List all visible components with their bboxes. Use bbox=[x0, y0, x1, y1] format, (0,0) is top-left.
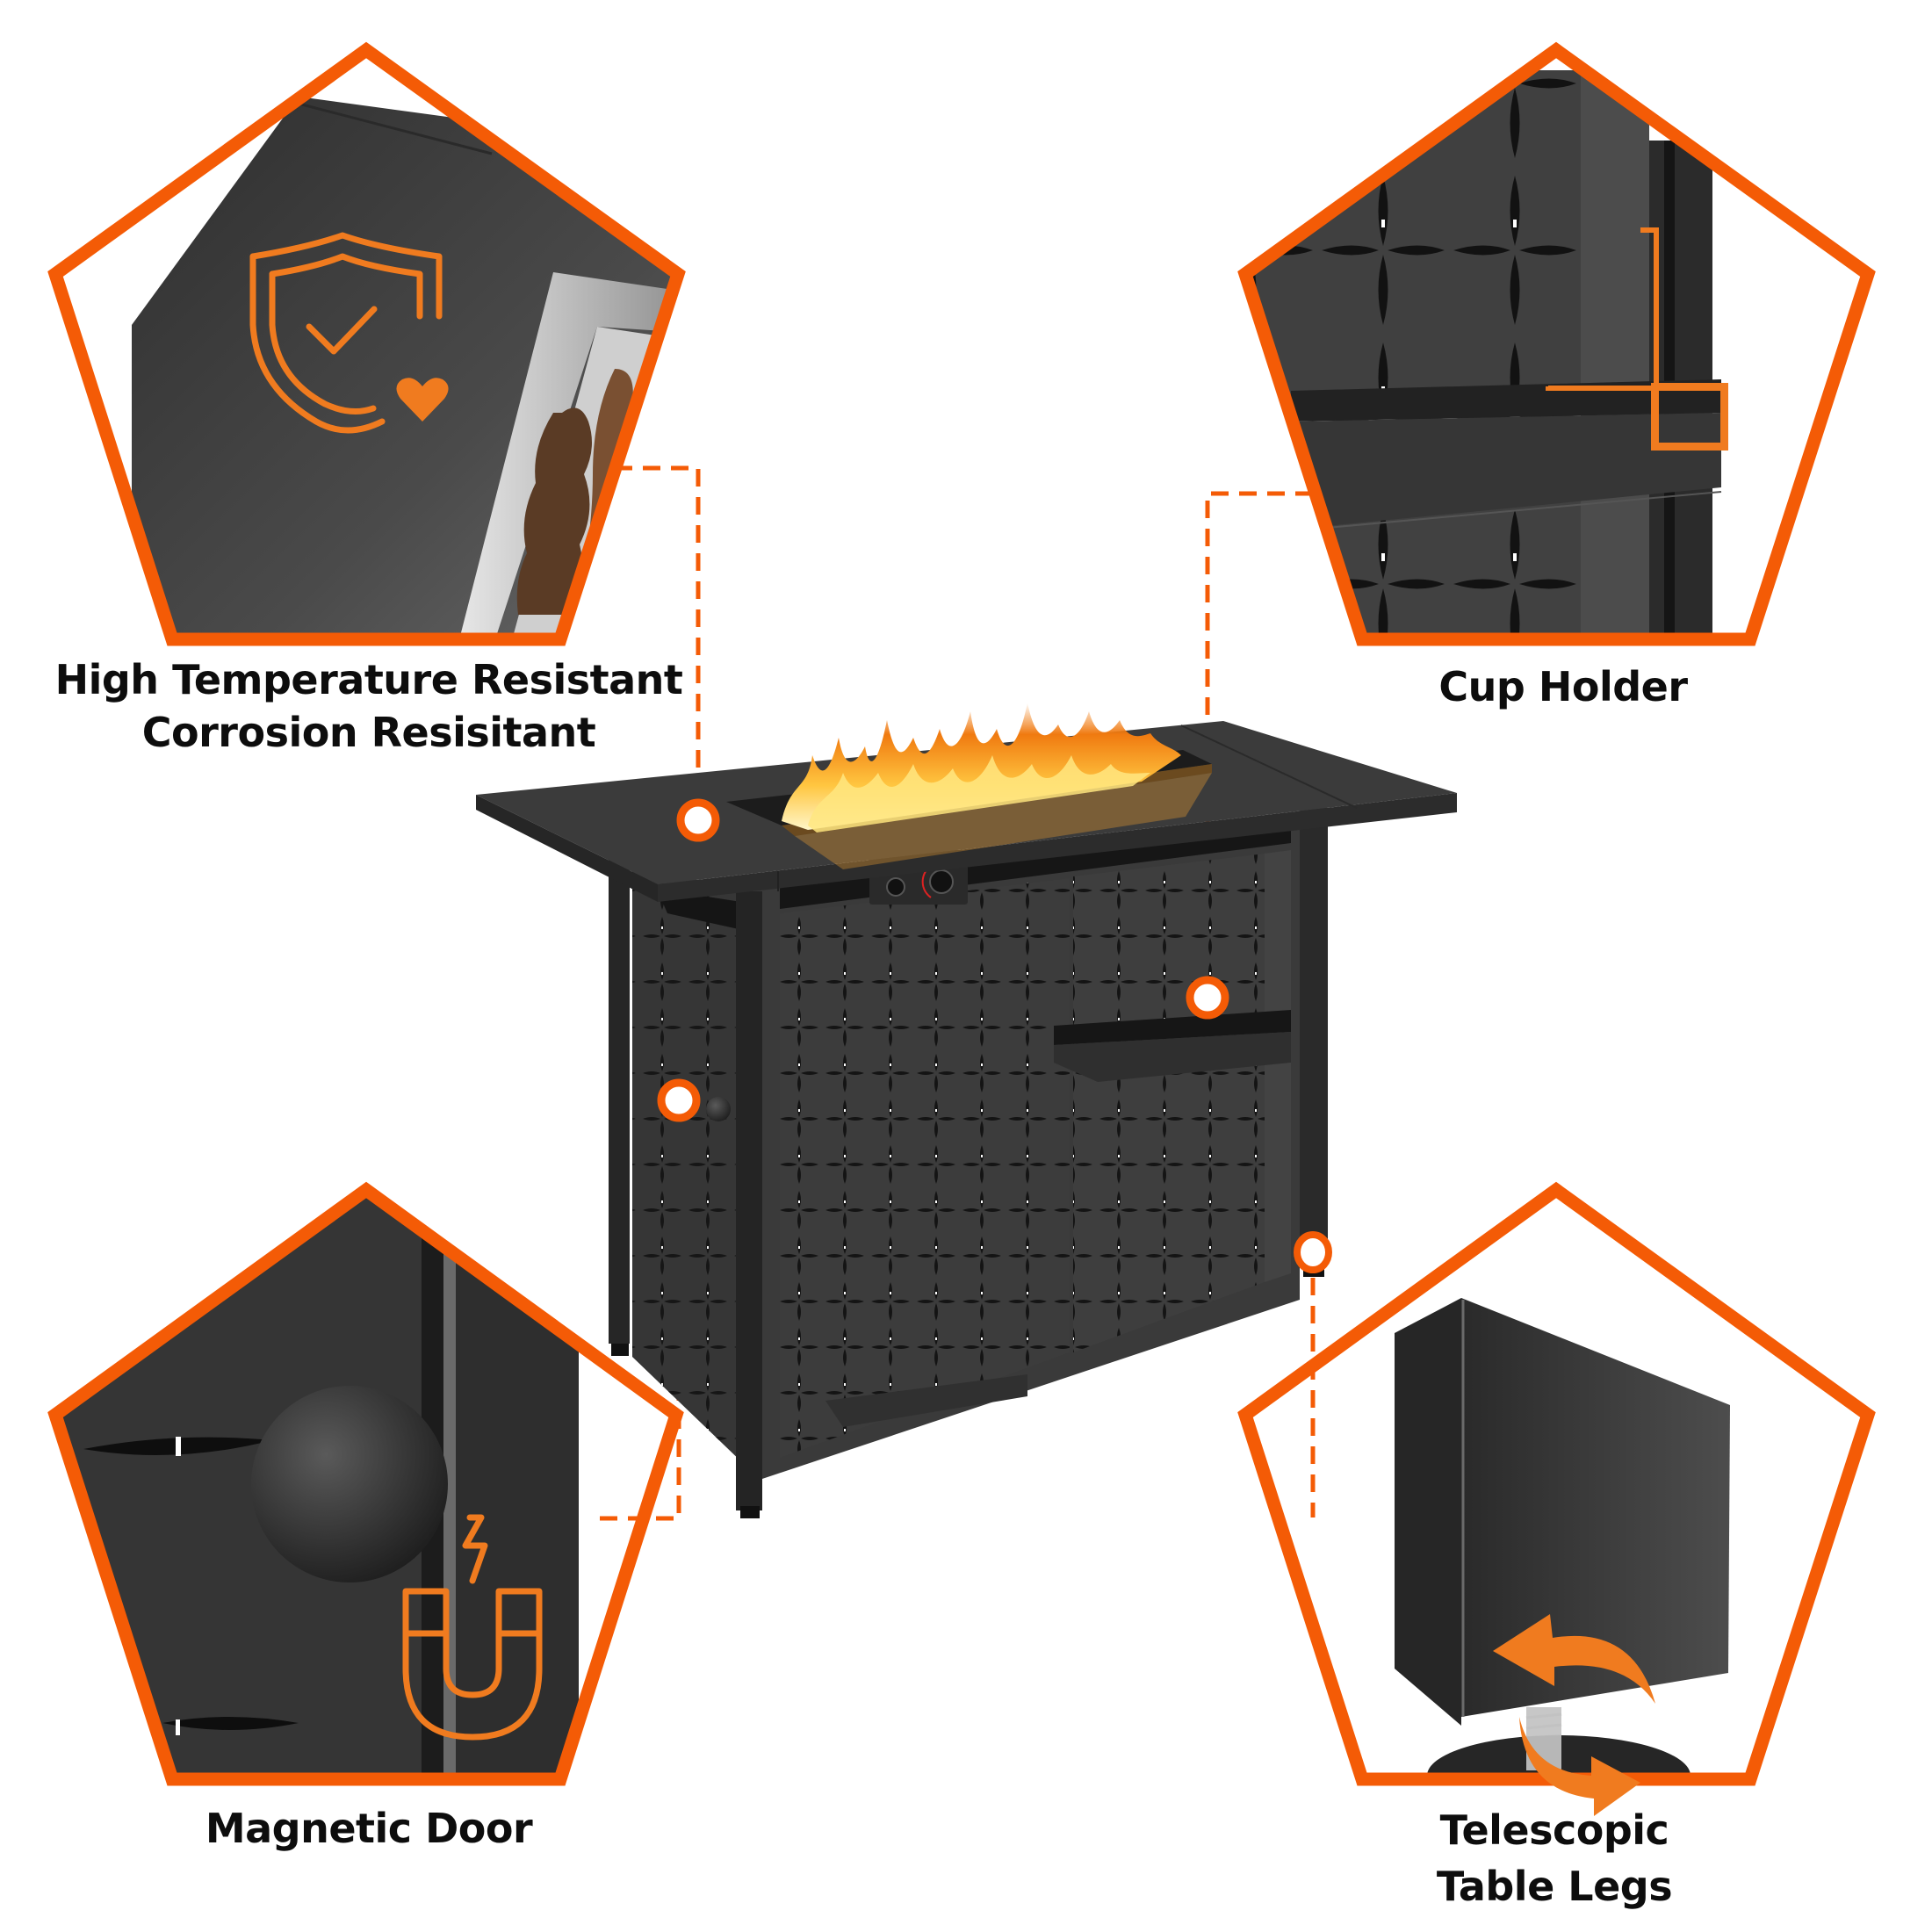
leg-closeup-image bbox=[1395, 1298, 1730, 1779]
caption-line: High Temperature Resistant bbox=[54, 656, 683, 703]
pentagon-frame bbox=[1237, 41, 1876, 646]
tabletop-closeup-image bbox=[132, 97, 678, 639]
callout-marker-leg[interactable] bbox=[1294, 1231, 1332, 1273]
feature-caption-cup-holder: Cup Holder bbox=[1212, 660, 1914, 713]
rotate-arrows-icon bbox=[1493, 1614, 1655, 1816]
feature-caption-telescopic-legs: Telescopic Table Legs bbox=[1203, 1802, 1906, 1914]
pentagon-frame bbox=[47, 1181, 684, 1786]
caption-line: Telescopic bbox=[1439, 1806, 1669, 1854]
feature-caption-magnetic-door: Magnetic Door bbox=[18, 1802, 720, 1855]
callout-marker-door[interactable] bbox=[657, 1078, 701, 1122]
pentagon-frame bbox=[47, 41, 686, 646]
magnet-icon bbox=[402, 1514, 543, 1741]
door-knob bbox=[706, 1097, 731, 1121]
heart-icon bbox=[396, 378, 449, 422]
feature-panel-telescopic-legs bbox=[1237, 1181, 1876, 1816]
caption-line: Corrosion Resisitant bbox=[141, 709, 596, 756]
shield-check-heart-icon bbox=[249, 232, 443, 434]
flame-icon bbox=[782, 703, 1181, 833]
flame-control-knob-icon bbox=[929, 869, 954, 894]
callout-marker-cup-holder[interactable] bbox=[1186, 976, 1229, 1020]
ignition-knob-icon bbox=[886, 877, 905, 897]
feature-caption-heat-resistance: High Temperature Resistant Corrosion Res… bbox=[18, 653, 720, 759]
callout-marker-tabletop[interactable] bbox=[676, 798, 720, 842]
feature-panel-magnetic-door bbox=[47, 1124, 684, 1786]
caption-line: Magnetic Door bbox=[205, 1805, 533, 1852]
fire-pit-table-image bbox=[476, 703, 1457, 1518]
caption-line: Table Legs bbox=[1436, 1863, 1673, 1910]
caption-line: Cup Holder bbox=[1438, 663, 1688, 710]
